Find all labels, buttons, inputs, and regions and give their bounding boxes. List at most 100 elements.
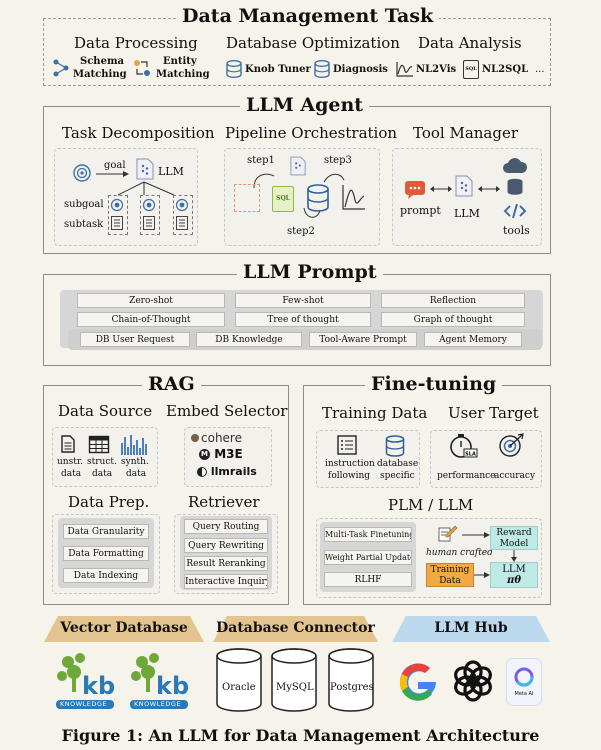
prompt-tool-aware: Tool-Aware Prompt bbox=[309, 332, 417, 347]
retriever-heading: Retriever bbox=[188, 493, 260, 511]
prompt-chain-of-thought: Chain-of-Thought bbox=[77, 312, 225, 327]
diagnosis-db-icon bbox=[314, 60, 330, 78]
kb-logo-2: kb KNOWLEDGE bbox=[128, 652, 190, 710]
sql-file-icon: SQL bbox=[272, 186, 294, 212]
sla-text: SLA bbox=[465, 452, 476, 458]
instruction-label-2: following bbox=[328, 471, 371, 481]
more-ellipsis: ... bbox=[535, 64, 545, 75]
unstructured-doc-icon bbox=[61, 435, 75, 453]
data-prep-heading: Data Prep. bbox=[68, 493, 150, 511]
cloud-icon bbox=[503, 158, 528, 173]
subtask-list-icon-3 bbox=[176, 216, 188, 230]
subgoal-box-2 bbox=[140, 195, 160, 235]
llm-policy-box: LLM πθ bbox=[490, 562, 538, 588]
unstr-label-2: data bbox=[61, 469, 82, 479]
data-indexing: Data Indexing bbox=[63, 568, 149, 583]
data-processing-heading: Data Processing bbox=[74, 34, 198, 52]
llm-hub-banner-shape bbox=[392, 616, 550, 642]
subgoal-target-icon-2 bbox=[142, 198, 156, 212]
rag-title: RAG bbox=[142, 373, 201, 395]
accuracy-label: accuracy bbox=[494, 471, 536, 481]
synthetic-bar-icon bbox=[121, 435, 147, 455]
multi-task-finetuning: Multi-Task Finetuning bbox=[324, 527, 412, 542]
query-routing: Query Routing bbox=[184, 519, 268, 534]
kb-logo-sub-1: KNOWLEDGE bbox=[60, 700, 108, 708]
target-icon bbox=[73, 164, 91, 182]
training-data-box: Training Data bbox=[426, 563, 474, 587]
llmrails-half-circle-icon bbox=[197, 467, 207, 477]
instruction-label-1: instruction bbox=[325, 459, 375, 469]
task-title: Data Management Task bbox=[176, 5, 440, 27]
goal-label: goal bbox=[104, 160, 126, 171]
synth-label-2: data bbox=[126, 469, 147, 479]
query-rewriting: Query Rewriting bbox=[184, 538, 268, 553]
tool-llm-doc-icon bbox=[455, 175, 473, 197]
step3-label: step3 bbox=[324, 155, 352, 166]
decomposition-llm-label: LLM bbox=[158, 165, 184, 178]
kb-tree-icon bbox=[56, 653, 114, 709]
accuracy-target-icon bbox=[499, 433, 524, 457]
db-optimization-heading: Database Optimization bbox=[226, 34, 400, 52]
database-specific-icon bbox=[385, 435, 405, 457]
vector-db-banner-shape bbox=[44, 616, 204, 642]
step2-label: step2 bbox=[287, 226, 315, 237]
database-label-1: database bbox=[377, 459, 419, 469]
code-icon bbox=[503, 203, 527, 219]
llm-policy-label: LLM bbox=[502, 564, 526, 575]
tool-manager-heading: Tool Manager bbox=[413, 124, 519, 142]
reward-to-llm-arrow bbox=[511, 550, 517, 562]
schema-matching-label-2: Matching bbox=[73, 69, 127, 80]
postgres-label: Postgres bbox=[330, 682, 374, 693]
human-crafted-label: human crafted bbox=[426, 548, 493, 558]
human-to-reward-arrow bbox=[462, 532, 490, 538]
subgoal-label: subgoal bbox=[64, 199, 104, 210]
nl2sql-label: NL2SQL bbox=[482, 64, 529, 75]
embed-selector-heading: Embed Selector bbox=[166, 402, 288, 420]
knob-tuner-label: Knob Tuner bbox=[245, 64, 311, 75]
postgres-cylinder-icon bbox=[328, 648, 374, 712]
plm-llm-heading: PLM / LLM bbox=[388, 496, 474, 514]
prompt-zero-shot: Zero-shot bbox=[77, 293, 225, 308]
prompt-chat-icon bbox=[405, 181, 425, 199]
subtask-list-icon-1 bbox=[111, 216, 123, 230]
performance-label: performance bbox=[437, 471, 496, 481]
tools-db-icon bbox=[507, 178, 523, 195]
m3e-logo: M M3E bbox=[199, 447, 243, 461]
goal-arrow bbox=[96, 171, 129, 177]
nl2vis-chart-icon bbox=[396, 62, 413, 77]
entity-matching-label-1: Entity bbox=[163, 56, 197, 67]
pipeline-curve-chart-icon bbox=[342, 185, 365, 210]
kb-logo-sub-2: KNOWLEDGE bbox=[134, 700, 182, 708]
pipeline-llm-doc-icon bbox=[290, 156, 306, 176]
finetune-title: Fine-tuning bbox=[365, 373, 503, 395]
prompt-reflection: Reflection bbox=[381, 293, 525, 308]
structured-table-icon bbox=[88, 435, 110, 454]
mysql-label: MySQL bbox=[276, 682, 314, 693]
knob-tuner-db-icon bbox=[226, 60, 242, 78]
subgoal-box-3 bbox=[173, 195, 193, 235]
step1-label: step1 bbox=[247, 155, 275, 166]
task-decomposition-heading: Task Decomposition bbox=[62, 124, 215, 142]
interactive-inquiry: Interactive Inquiry bbox=[184, 574, 268, 589]
m3e-circle-icon: M bbox=[199, 449, 210, 460]
prompt-few-shot: Few-shot bbox=[235, 293, 371, 308]
tool-arrow-1 bbox=[430, 186, 452, 192]
subtask-list-icon-2 bbox=[143, 216, 155, 230]
subgoal-target-icon-3 bbox=[175, 198, 189, 212]
cohere-dot-icon bbox=[191, 434, 199, 442]
nl2vis-label: NL2Vis bbox=[416, 64, 457, 75]
llmrails-label: llmrails bbox=[210, 465, 257, 478]
subtask-label: subtask bbox=[64, 219, 104, 230]
training-data-heading: Training Data bbox=[322, 404, 428, 422]
kb-logo-text-2: kb bbox=[156, 672, 190, 700]
data-source-heading: Data Source bbox=[58, 402, 153, 420]
meta-ai-logo: Meta AI bbox=[506, 658, 542, 706]
training-box-label-2: Data bbox=[439, 576, 461, 586]
prompt-graph-of-thought: Graph of thought bbox=[381, 312, 525, 327]
prompt-label: prompt bbox=[400, 204, 441, 217]
cohere-logo: cohere bbox=[191, 431, 242, 445]
rlhf: RLHF bbox=[324, 572, 412, 587]
kb-logo-text-1: kb bbox=[82, 672, 116, 700]
user-target-heading: User Target bbox=[448, 404, 539, 422]
subgoal-target-icon-1 bbox=[110, 198, 124, 212]
